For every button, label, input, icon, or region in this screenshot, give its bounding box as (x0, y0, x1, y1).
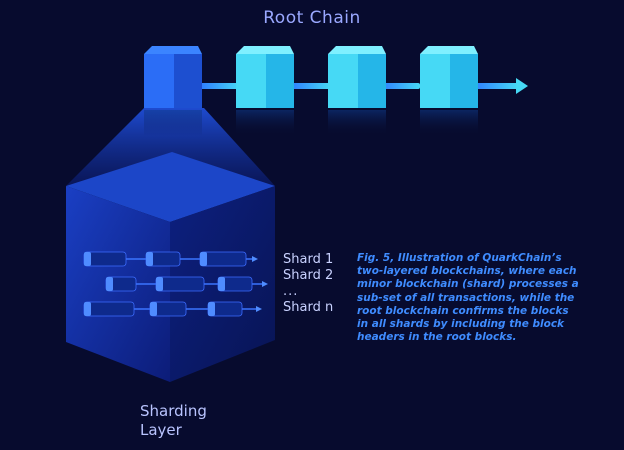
sharding-layer-label-line2: Layer (140, 421, 182, 439)
shard-block-highlight (84, 252, 91, 266)
root-chain-blocks (144, 46, 478, 136)
shard-block-highlight (208, 302, 215, 316)
root-chain-arrow (516, 78, 528, 94)
shard-block (83, 301, 135, 317)
shard-label-ellipsis: ... (283, 284, 299, 299)
shard-label-2: Shard 2 (283, 268, 334, 283)
shard-label-1: Shard 1 (283, 252, 334, 267)
sharding-layer-label-line1: Sharding (140, 402, 207, 420)
shard-block-highlight (146, 252, 153, 266)
shard-block-highlight (150, 302, 157, 316)
shard-block (155, 276, 205, 292)
sharding-layer-cube (66, 152, 275, 382)
shard-row-1 (83, 251, 258, 267)
root-block-2 (236, 46, 294, 136)
root-block-1 (144, 46, 202, 136)
shard-block-highlight (84, 302, 91, 316)
shard-row-3 (83, 301, 262, 317)
shard-block-highlight (200, 252, 207, 266)
shard-block-highlight (218, 277, 225, 291)
shard-row-arrow (256, 306, 262, 312)
sharding-layer-label: Sharding Layer (140, 402, 220, 440)
shard-row-arrow (252, 256, 258, 262)
root-chain-title: Root Chain (263, 8, 361, 28)
projection-beam (66, 108, 275, 186)
root-block-4 (420, 46, 478, 136)
shard-row-arrow (262, 281, 268, 287)
shard-block-highlight (156, 277, 163, 291)
figure-caption: Fig. 5, Illustration of QuarkChain’s two… (357, 252, 579, 344)
shard-chains (83, 251, 268, 317)
shard-row-2 (105, 276, 268, 292)
root-chain-links (200, 78, 528, 94)
root-block-3 (328, 46, 386, 136)
shard-block-highlight (106, 277, 113, 291)
shard-label-n: Shard n (283, 300, 334, 315)
